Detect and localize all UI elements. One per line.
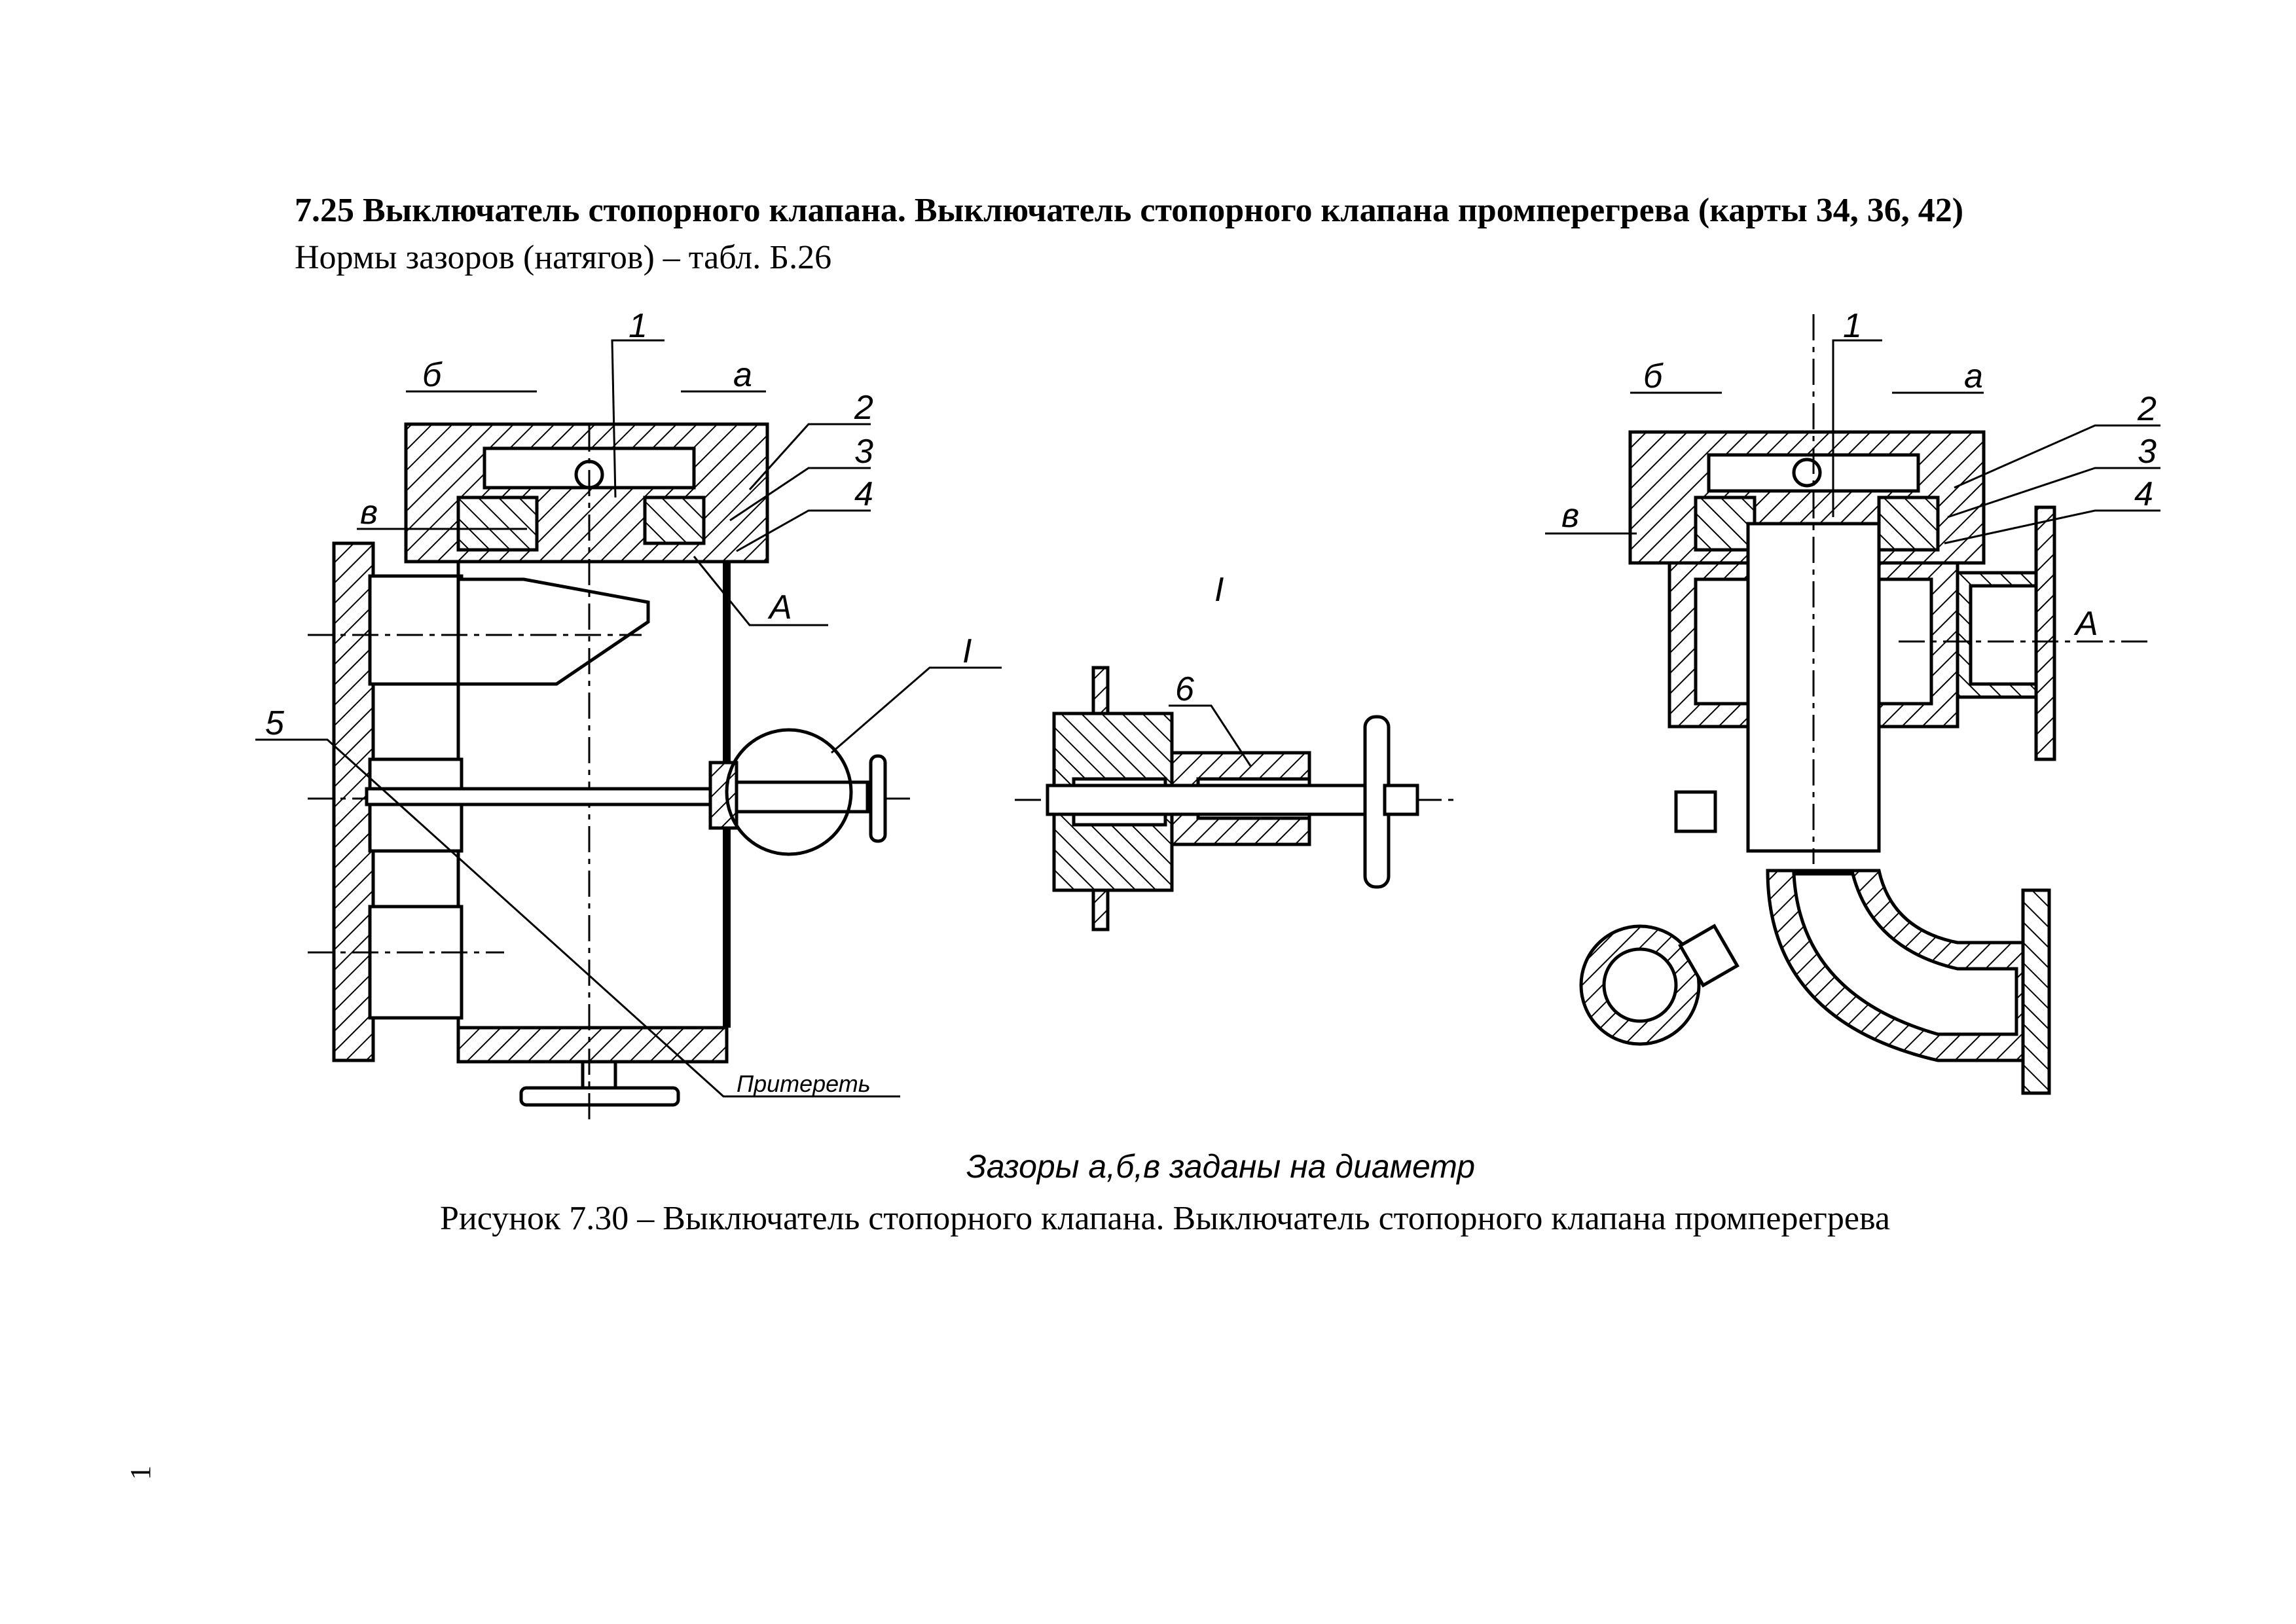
right-gap-b: б	[1643, 357, 1664, 395]
right-view-a: А	[2073, 605, 2098, 643]
section-subtitle: Нормы зазоров (натягов) – табл. Б.26	[295, 239, 832, 276]
left-gap-b: б	[422, 356, 443, 394]
detail-view	[1015, 666, 1453, 931]
detail-circle	[725, 728, 853, 856]
left-view-labels: 1 2 3 4 5 б а в А I Притереть	[265, 307, 972, 1097]
right-label-3: 3	[2138, 433, 2157, 471]
right-label-1: 1	[1843, 307, 1862, 345]
left-gap-a: а	[733, 356, 752, 394]
left-label-5: 5	[265, 704, 285, 742]
figure-caption: Рисунок 7.30 – Выключатель стопорного кл…	[440, 1200, 1890, 1237]
detail-view-labels: I 6	[1175, 571, 1224, 708]
lap-note: Притереть	[737, 1070, 871, 1097]
right-label-4: 4	[2134, 475, 2153, 513]
left-detail-mark: I	[962, 632, 972, 670]
left-gap-v: в	[360, 494, 378, 532]
left-label-3: 3	[854, 433, 873, 471]
section-title: 7.25 Выключатель стопорного клапана. Вык…	[295, 192, 1964, 229]
left-label-1: 1	[629, 307, 647, 345]
left-label-2: 2	[854, 389, 873, 427]
right-gap-a: а	[1964, 357, 1983, 395]
detail-title: I	[1214, 571, 1224, 609]
left-view-a: А	[767, 588, 792, 626]
right-view-labels: 1 2 3 4 б а в А	[1561, 307, 2157, 643]
right-gap-v: в	[1561, 497, 1579, 535]
page-number: 1	[124, 1466, 156, 1480]
figure-note: Зазоры а,б,в заданы на диаметр	[966, 1148, 1476, 1185]
left-label-4: 4	[854, 475, 873, 513]
left-view	[255, 339, 1002, 1119]
right-view	[1545, 314, 2160, 1095]
detail-label-6: 6	[1175, 670, 1194, 708]
right-label-2: 2	[2137, 390, 2157, 428]
